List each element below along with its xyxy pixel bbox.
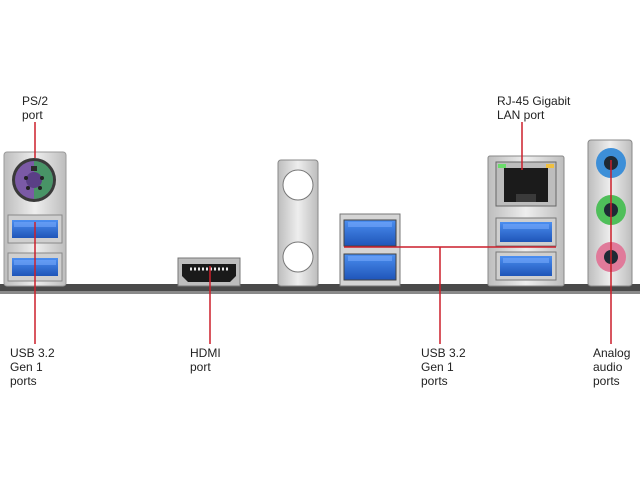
board-edge-shadow	[0, 291, 640, 294]
ps2-port-icon	[12, 158, 56, 202]
audio-stack	[587, 139, 633, 287]
middle-usb-stack	[339, 213, 401, 287]
usb-port-icon	[495, 217, 557, 247]
hdmi-port-icon	[177, 257, 241, 287]
label-usb-left: USB 3.2 Gen 1 ports	[10, 346, 55, 388]
label-hdmi-port: HDMI port	[190, 346, 221, 374]
label-analog-audio: Analog audio ports	[593, 346, 631, 388]
board-baseplate	[0, 284, 640, 292]
label-ps2-port: PS/2 port	[22, 94, 49, 122]
rj45-port-icon	[495, 161, 557, 207]
usb-port-icon	[343, 253, 397, 281]
label-usb-right: USB 3.2 Gen 1 ports	[421, 346, 466, 388]
callout-lines	[34, 122, 612, 344]
usb-port-icon	[343, 219, 397, 247]
right-port-stack	[487, 155, 565, 287]
usb-port-icon	[495, 251, 557, 281]
metal-bracket	[277, 159, 319, 287]
label-rj45-port: RJ-45 Gigabit LAN port	[497, 94, 571, 122]
